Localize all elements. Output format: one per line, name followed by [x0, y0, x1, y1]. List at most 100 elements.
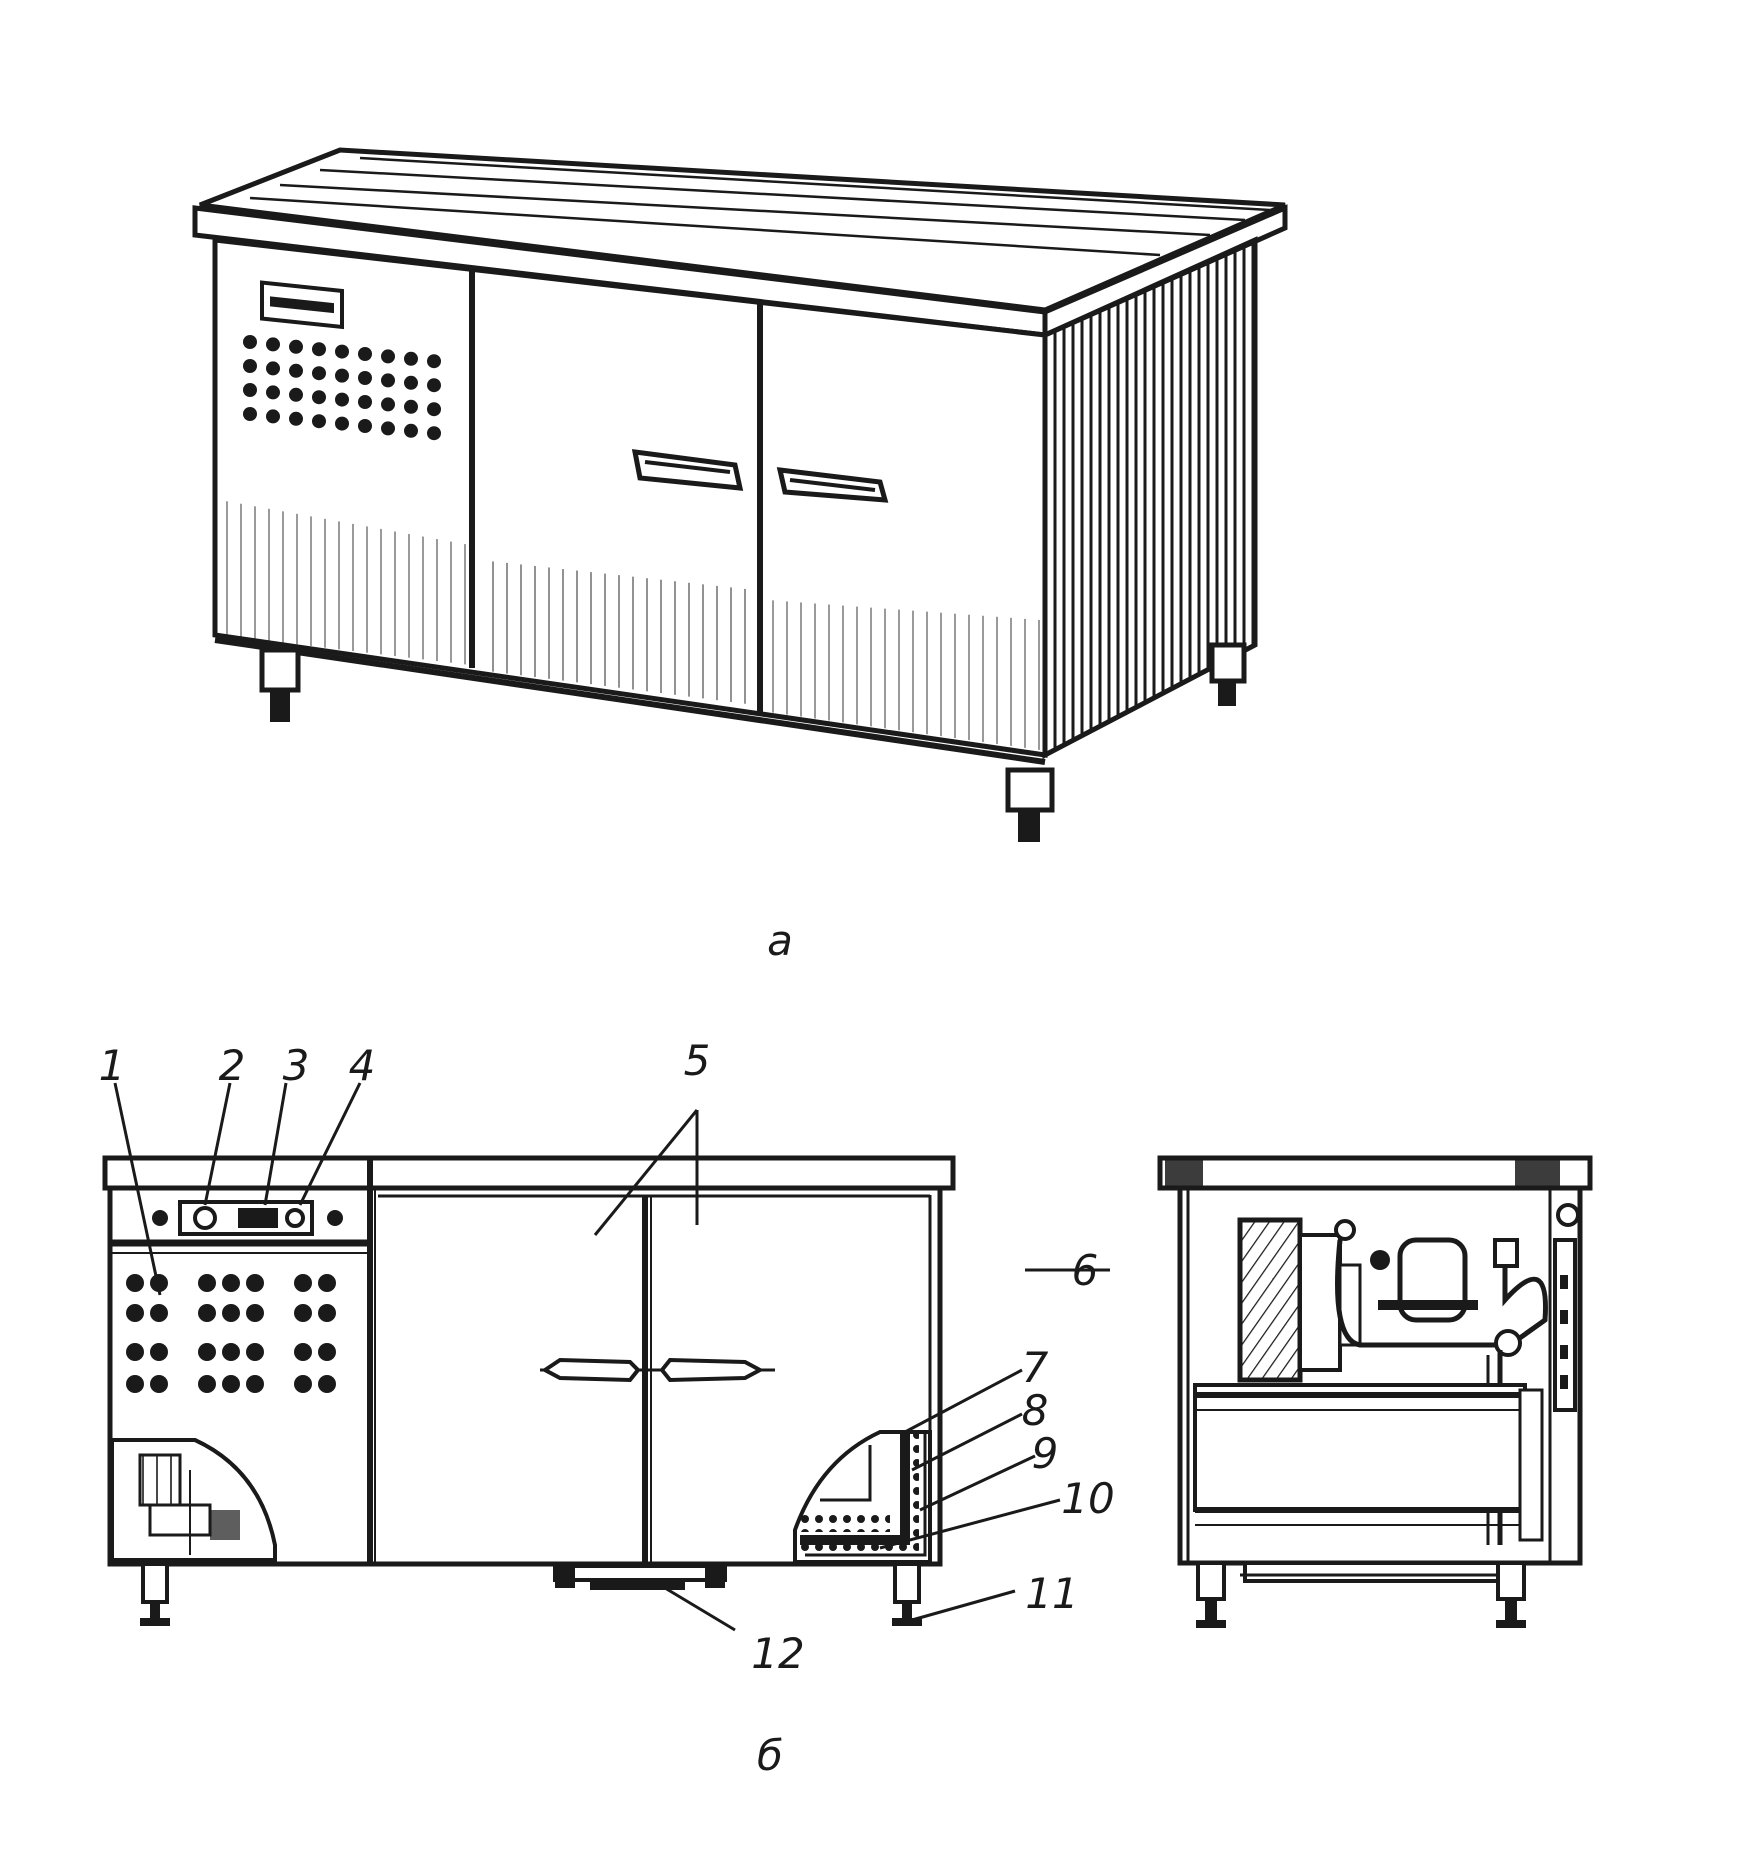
vent-hole	[289, 411, 303, 426]
vent-hole	[381, 349, 395, 364]
thermometer-display	[238, 1208, 278, 1228]
vent-hole	[266, 385, 280, 400]
vent-hole	[222, 1375, 240, 1393]
brand-logo-badge	[260, 280, 344, 330]
vent-hole	[126, 1375, 144, 1393]
control-knob-icon	[193, 1206, 217, 1230]
drain-tray	[553, 1564, 727, 1590]
vent-hole	[312, 342, 326, 357]
vent-hole	[126, 1304, 144, 1322]
vent-hole	[246, 1274, 264, 1292]
panel-b-front-view: 1 2 3 4 5 6 7 8 9 10 11 12	[99, 1036, 1115, 1678]
leg-front-left	[259, 647, 301, 722]
vent-hole	[246, 1304, 264, 1322]
vent-hole	[294, 1375, 312, 1393]
vent-hole	[126, 1274, 144, 1292]
vent-hole	[381, 373, 395, 388]
vent-hole	[294, 1343, 312, 1361]
vent-hole	[335, 392, 349, 407]
vent-hole	[289, 363, 303, 378]
callout-11: 11	[1025, 1569, 1078, 1618]
panel-a-caption: а	[767, 916, 793, 965]
vent-hole	[427, 426, 441, 441]
vent-hole	[404, 423, 418, 438]
cutaway-insulation-right	[793, 1430, 932, 1564]
vent-hole	[335, 344, 349, 359]
vent-hole	[312, 414, 326, 429]
vent-hole	[427, 402, 441, 417]
callout-6: 6	[1072, 1246, 1099, 1295]
callout-7: 7	[1022, 1343, 1049, 1392]
cutaway-compressor-left	[110, 1438, 277, 1562]
vent-hole	[381, 421, 395, 436]
vent-hole	[294, 1274, 312, 1292]
callout-10: 10	[1061, 1474, 1114, 1523]
vent-hole	[243, 359, 257, 373]
callout-3: 3	[283, 1041, 310, 1090]
vent-hole	[312, 390, 326, 405]
vent-hole	[198, 1304, 216, 1322]
vent-hole	[358, 419, 372, 433]
vent-hole	[318, 1375, 336, 1393]
indicator-lamp-icon	[285, 1208, 305, 1228]
front-view-top	[102, 1155, 956, 1191]
vent-hole	[381, 397, 395, 412]
vent-hole	[318, 1343, 336, 1361]
callout-12: 12	[751, 1629, 804, 1678]
vent-hole	[404, 375, 418, 390]
vent-hole	[246, 1375, 264, 1393]
vent-hole	[198, 1343, 216, 1361]
adjustable-leg-left	[140, 1562, 170, 1626]
vent-hole	[222, 1274, 240, 1292]
condenser-unit	[1237, 1217, 1362, 1383]
vent-hole	[318, 1304, 336, 1322]
panel-b-side-section	[1157, 1155, 1593, 1628]
vent-hole	[198, 1375, 216, 1393]
side-leg-right	[1496, 1561, 1526, 1628]
vent-hole	[126, 1343, 144, 1361]
vent-hole	[222, 1304, 240, 1322]
door-handles-front	[540, 1357, 775, 1383]
vent-hole	[198, 1274, 216, 1292]
side-leg-left	[1196, 1561, 1226, 1628]
vent-hole	[246, 1343, 264, 1361]
vent-hole	[312, 366, 326, 381]
vent-hole	[358, 371, 372, 385]
leg-front-right	[1005, 767, 1055, 842]
vent-hole	[289, 339, 303, 354]
vent-hole	[358, 395, 372, 409]
vent-hole	[243, 335, 257, 349]
vent-hole	[318, 1274, 336, 1292]
vent-hole	[266, 361, 280, 376]
callout-1: 1	[99, 1041, 126, 1090]
refrigerated-chamber	[1193, 1383, 1544, 1542]
side-wall-fittings	[1553, 1203, 1580, 1412]
mounting-screw-icon	[152, 1210, 168, 1226]
vent-hole	[427, 354, 441, 369]
vent-hole	[404, 351, 418, 366]
front-face	[212, 237, 1048, 765]
vent-hole	[294, 1304, 312, 1322]
table-top	[192, 147, 1288, 339]
vent-hole	[243, 407, 257, 421]
mounting-screw-icon	[327, 1210, 343, 1226]
panel-b-caption: б	[757, 1731, 783, 1780]
ventilation-grille	[243, 335, 441, 441]
callout-2: 2	[219, 1041, 246, 1090]
vent-hole	[289, 387, 303, 402]
callout-4: 4	[349, 1041, 376, 1090]
vent-hole	[243, 383, 257, 397]
vent-hole	[335, 368, 349, 383]
callout-9: 9	[1032, 1429, 1059, 1478]
vent-hole	[150, 1343, 168, 1361]
ventilation-grille-front	[126, 1274, 336, 1393]
vent-hole	[404, 399, 418, 414]
vent-hole	[358, 347, 372, 361]
panel-a-refrigerated-table: а	[192, 147, 1288, 965]
vent-hole	[427, 378, 441, 393]
vent-hole	[335, 416, 349, 431]
vent-hole	[150, 1375, 168, 1393]
vent-hole	[266, 409, 280, 424]
callout-5: 5	[684, 1036, 711, 1085]
